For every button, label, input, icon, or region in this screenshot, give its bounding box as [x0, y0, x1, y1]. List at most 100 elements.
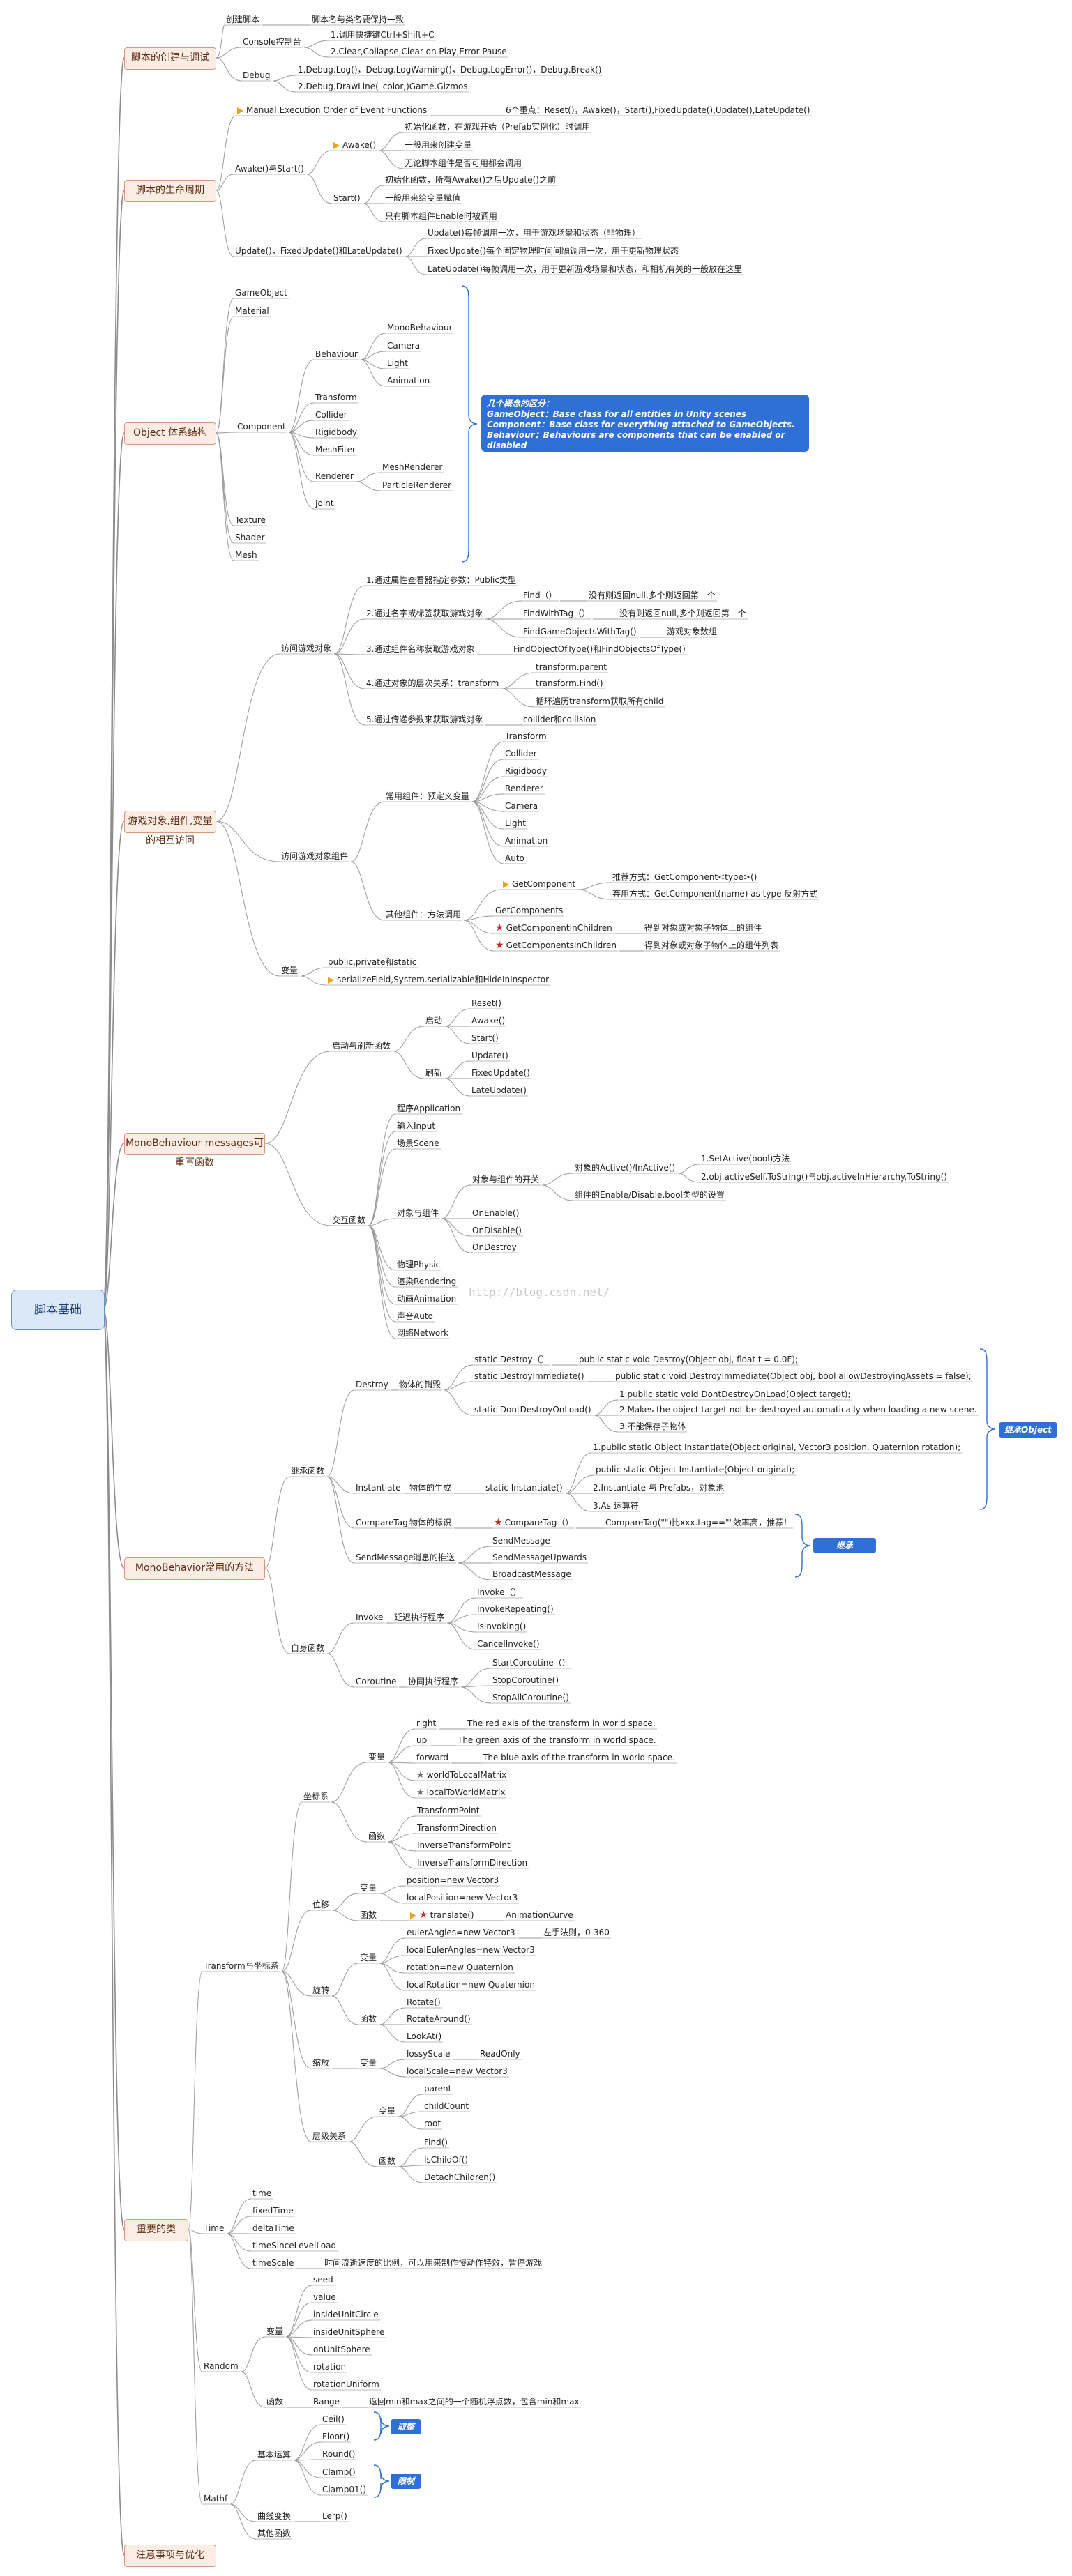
node-a2a4[interactable]: Renderer: [504, 784, 545, 793]
node-ma2[interactable]: 曲线变换: [256, 2511, 292, 2521]
node-o3f1[interactable]: MeshRenderer: [381, 462, 444, 472]
node-t1b1[interactable]: TransformPoint: [416, 1806, 481, 1815]
node-ti2[interactable]: fixedTime: [251, 2206, 295, 2216]
node-m2[interactable]: 交互函数: [331, 1215, 367, 1225]
node-a1b3[interactable]: FindGameObjectsWithTag(): [522, 627, 638, 637]
node-t2a[interactable]: 变量: [358, 1883, 378, 1893]
node-l0[interactable]: Manual:Execution Order of Event Function…: [236, 105, 428, 115]
node-k1an[interactable]: 物体的销毁: [398, 1380, 442, 1389]
node-o3f2[interactable]: ParticleRenderer: [381, 480, 453, 490]
node-l1a[interactable]: Awake(): [332, 140, 377, 150]
node-l2c[interactable]: LateUpdate()每帧调用一次，用于更新游戏场景和状态，和相机有关的一般放…: [426, 264, 743, 274]
section-classes[interactable]: 重要的类: [124, 2219, 188, 2241]
node-t5b1[interactable]: Find(): [423, 2137, 449, 2147]
node-k1b1a[interactable]: 1.public static Object Instantiate(Objec…: [591, 1442, 962, 1452]
node-l2a[interactable]: Update()每帧调用一次，用于游戏场景和状态（非物理）: [426, 228, 642, 238]
node-l2[interactable]: Update()，FixedUpdate()和LateUpdate(): [234, 246, 404, 256]
node-a1c[interactable]: 3.通过组件名称获取游戏对象: [365, 644, 476, 654]
node-m2h[interactable]: 声音Auto: [395, 1311, 435, 1321]
node-o3[interactable]: Component: [236, 422, 287, 432]
node-o4[interactable]: Texture: [234, 515, 267, 525]
node-o3a2[interactable]: Camera: [386, 341, 421, 351]
node-a2b2[interactable]: GetComponents: [494, 906, 564, 915]
node-m2d1a2[interactable]: 2.obj.activeSelf.ToString()与obj.activeIn…: [700, 1172, 949, 1182]
node-ti5[interactable]: timeScale: [251, 2258, 295, 2268]
node-k2a3[interactable]: IsInvoking(): [476, 1622, 527, 1631]
node-a1b2[interactable]: FindWithTag（）: [522, 609, 591, 618]
node-t3b[interactable]: 函数: [358, 2014, 378, 2024]
node-m2d1b[interactable]: 组件的Enable/Disable,bool类型的设置: [573, 1190, 726, 1200]
node-k1c1[interactable]: ★CompareTag（）: [492, 1518, 575, 1527]
node-k1d[interactable]: SendMessage: [354, 1553, 415, 1562]
node-o3g[interactable]: Joint: [314, 498, 335, 508]
node-t3a3[interactable]: rotation=new Quaternion: [405, 1963, 515, 1972]
node-k1b1c[interactable]: 3.As 运算符: [591, 1501, 640, 1511]
node-k1c[interactable]: CompareTag: [354, 1518, 409, 1527]
root-node[interactable]: 脚本基础: [11, 1290, 105, 1330]
node-k1b[interactable]: Instantiate: [354, 1483, 402, 1493]
node-a1d1[interactable]: transform.parent: [534, 662, 608, 672]
node-ti5n[interactable]: 时间流逝速度的比例，可以用来制作慢动作特效，暂停游戏: [323, 2258, 543, 2268]
node-t3b1[interactable]: Rotate(): [405, 1997, 442, 2007]
node-t2[interactable]: 位移: [311, 1900, 331, 1910]
node-m2d1[interactable]: 对象与组件的开关: [471, 1175, 541, 1184]
node-k1a3a[interactable]: 1.public static void DontDestroyOnLoad(O…: [618, 1389, 852, 1399]
node-t4a1[interactable]: lossyScale: [405, 2049, 452, 2059]
node-t5a3[interactable]: root: [423, 2119, 442, 2128]
node-r1c[interactable]: insideUnitCircle: [312, 2310, 380, 2319]
node-t1a1[interactable]: right: [415, 1718, 437, 1728]
node-t1a2[interactable]: up: [415, 1735, 428, 1745]
node-m2d2[interactable]: OnEnable(): [471, 1208, 520, 1218]
node-m1b2[interactable]: FixedUpdate(): [470, 1068, 531, 1078]
node-t1a1n[interactable]: The red axis of the transform in world s…: [466, 1718, 657, 1728]
node-l1[interactable]: Awake()与Start(): [234, 164, 305, 174]
node-m1b[interactable]: 刷新: [424, 1068, 444, 1078]
node-k2b2[interactable]: StopCoroutine(): [491, 1675, 560, 1685]
node-o3a3[interactable]: Light: [386, 358, 409, 368]
node-a1e[interactable]: 5.通过传递参数来获取游戏对象: [365, 715, 484, 724]
node-a1b1[interactable]: Find（）: [522, 590, 559, 600]
node-c1a[interactable]: 脚本名与类名要保持一致: [310, 15, 405, 24]
node-k2bn[interactable]: 协同执行程序: [407, 1677, 460, 1686]
node-a1b2n[interactable]: 没有则返回null,多个则返回第一个: [618, 609, 748, 618]
node-m1a1[interactable]: Reset(): [470, 998, 503, 1008]
section-mono[interactable]: MonoBehaviour messages可重写函数: [124, 1133, 265, 1168]
node-r0[interactable]: Random: [202, 2361, 240, 2371]
node-c3a[interactable]: 1.Debug.Log()，Debug.LogWarning()，Debug.L…: [296, 65, 603, 75]
inherit-object-tag[interactable]: 继承Object: [999, 1422, 1057, 1438]
node-o2[interactable]: Material: [234, 306, 271, 316]
node-a2b1b[interactable]: 弃用方式：GetComponent(name) as type 反射方式: [611, 889, 819, 899]
node-m1[interactable]: 启动与刷新函数: [331, 1041, 392, 1051]
node-o3d[interactable]: Rigidbody: [314, 427, 358, 437]
node-a2a1[interactable]: Transform: [504, 731, 548, 741]
node-m2a[interactable]: 程序Application: [395, 1104, 462, 1113]
node-a2b1[interactable]: GetComponent: [501, 879, 577, 889]
node-t3b3[interactable]: LookAt(): [405, 2032, 443, 2041]
node-l1a3[interactable]: 无论脚本组件是否可用都会调用: [403, 158, 523, 168]
node-t1a2n[interactable]: The green axis of the transform in world…: [456, 1735, 658, 1745]
node-c1[interactable]: 创建脚本: [225, 15, 261, 24]
node-ma3[interactable]: 其他函数: [256, 2529, 292, 2538]
node-t4[interactable]: 缩放: [311, 2058, 331, 2068]
node-k2b3[interactable]: StopAllCoroutine(): [491, 1693, 571, 1702]
node-ti4[interactable]: timeSinceLevelLoad: [251, 2241, 338, 2250]
node-k2a4[interactable]: CancelInvoke(): [476, 1639, 541, 1649]
node-t1a[interactable]: 变量: [367, 1752, 386, 1762]
node-ma1a[interactable]: Ceil(): [321, 2414, 346, 2424]
node-t2b1[interactable]: ★translate(): [409, 1910, 476, 1920]
node-t0[interactable]: Transform与坐标系: [202, 1961, 280, 1971]
node-a1cn[interactable]: FindObjectOfType()和FindObjectsOfType(): [512, 644, 687, 654]
node-ti[interactable]: Time: [202, 2223, 225, 2233]
node-t2a2[interactable]: localPosition=new Vector3: [405, 1893, 519, 1903]
node-t3a4[interactable]: localRotation=new Quaternion: [405, 1980, 536, 1990]
node-m2c[interactable]: 场景Scene: [395, 1138, 441, 1148]
node-a1d3[interactable]: 循环遍历transform获取所有child: [534, 696, 665, 706]
node-r1f[interactable]: rotation: [312, 2362, 347, 2372]
node-a1d2[interactable]: transform.Find(): [534, 678, 605, 688]
limit-tag[interactable]: 限制: [391, 2474, 421, 2489]
section-life[interactable]: 脚本的生命周期: [124, 180, 216, 202]
node-m1a3[interactable]: Start(): [470, 1033, 500, 1043]
node-t2b1n[interactable]: AnimationCurve: [504, 1910, 575, 1920]
node-m1b3[interactable]: LateUpdate(): [470, 1085, 528, 1095]
node-a2b3n[interactable]: 得到对象或对象子物体上的组件: [643, 923, 763, 933]
